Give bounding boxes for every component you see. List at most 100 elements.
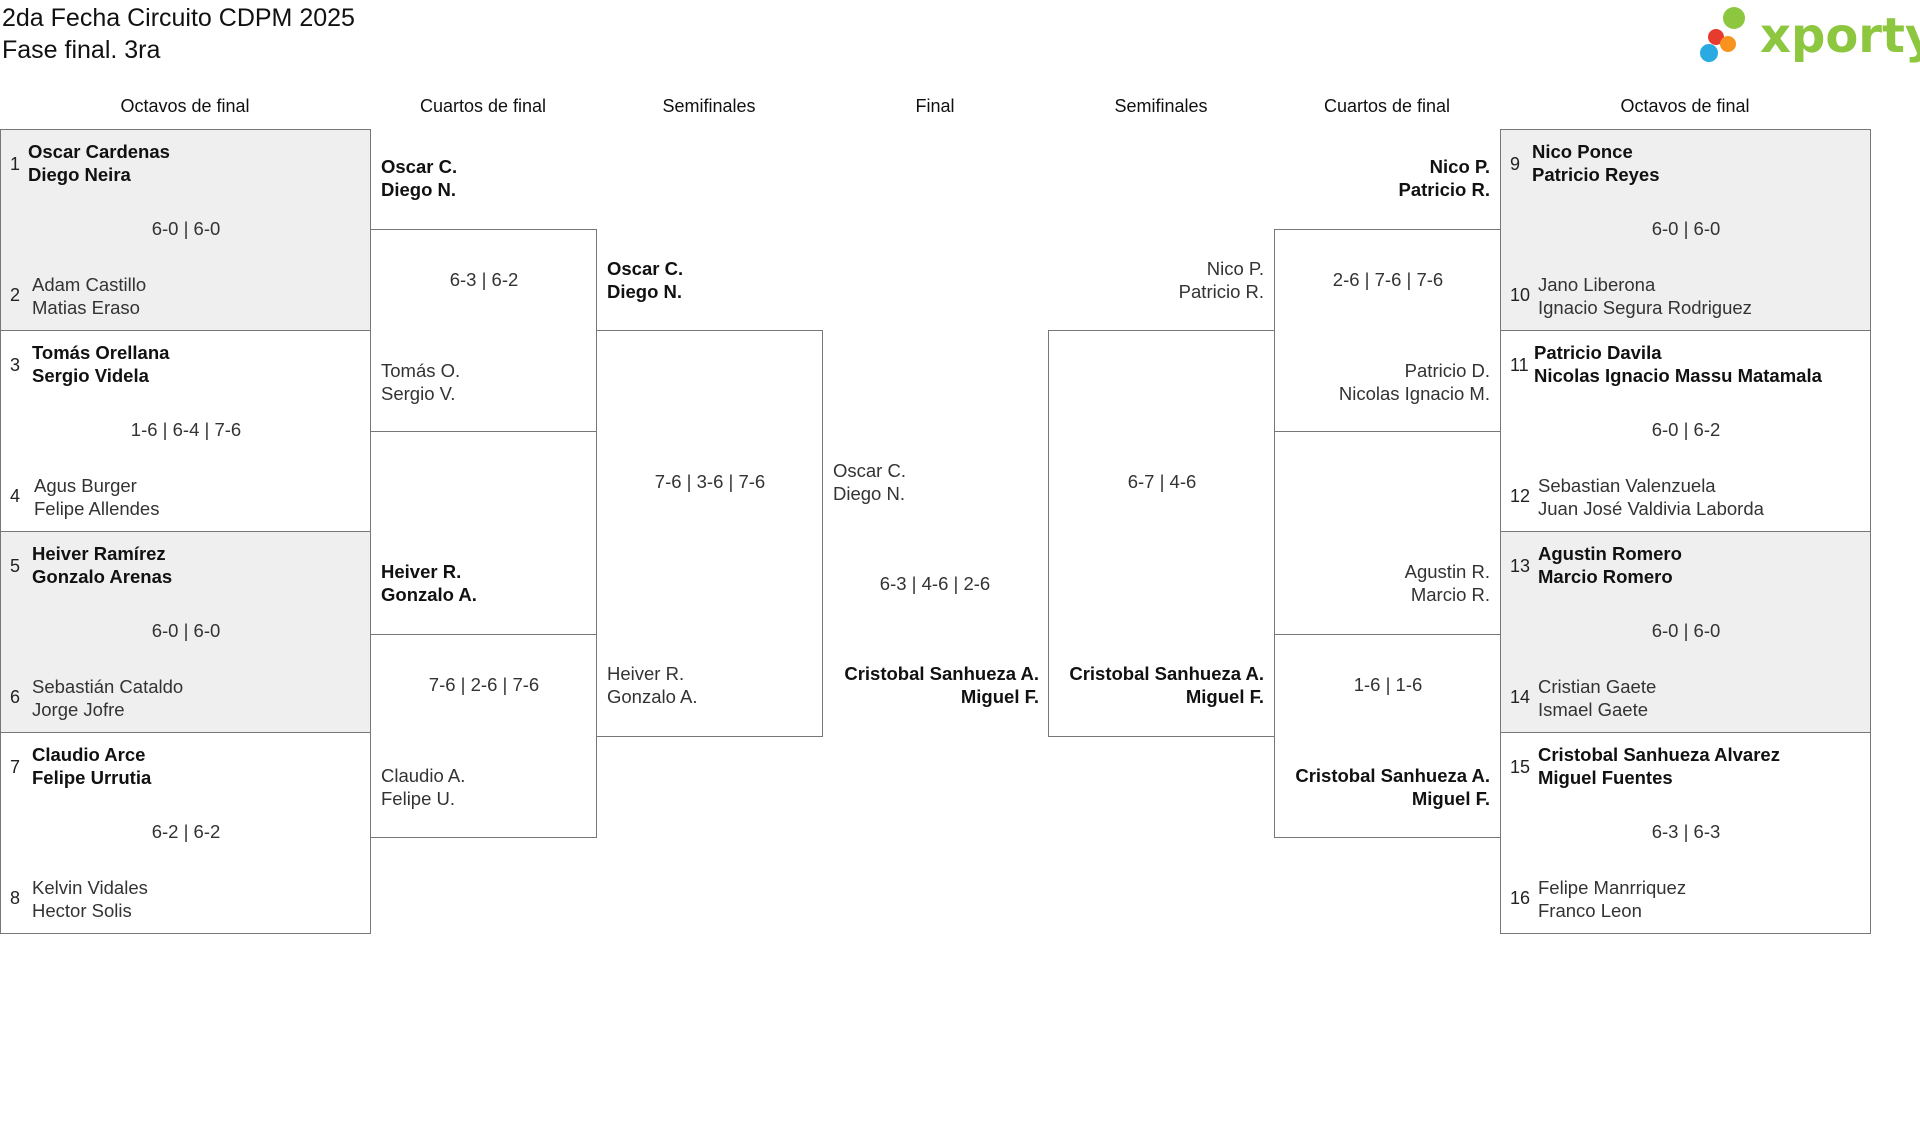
match-score: 7-6 | 3-6 | 7-6 [654,471,766,492]
player-name: Felipe Urrutia [32,767,152,788]
match-score: 6-2 | 6-2 [151,821,221,842]
header-sf-right: Semifinales [1114,96,1208,116]
player-name: Franco Leon [1538,900,1642,921]
match-score: 1-6 | 6-4 | 7-6 [130,419,242,440]
header-sf-left: Semifinales [662,96,756,116]
match-score: 1-6 | 1-6 [1353,674,1423,695]
match-score: 6-0 | 6-0 [1651,620,1721,641]
player-name: Agus Burger [34,475,137,496]
seed-label: 13 [1510,556,1531,576]
match-score: 6-3 | 4-6 | 2-6 [879,573,991,594]
seed-label: 4 [10,486,21,506]
seed-label: 8 [10,888,21,908]
player-name: Ignacio Segura Rodriguez [1538,297,1752,318]
match-score: 6-3 | 6-3 [1651,821,1721,842]
qf-match-2[interactable]: 7-6 | 2-6 | 7-6 Claudio A. Felipe U. [370,634,597,838]
r16-match-8[interactable]: 15 Cristobal Sanhueza Alvarez Miguel Fue… [1500,732,1871,934]
player-name: Felipe Allendes [34,498,160,519]
sf-top-player: Patricio R. [1178,281,1264,302]
player-name: Cristian Gaete [1538,676,1657,697]
r16-match-2[interactable]: 3 Tomás Orellana Sergio Videla 1-6 | 6-4… [0,330,371,532]
r16-match-6[interactable]: 11 Patricio Davila Nicolas Ignacio Massu… [1500,330,1871,532]
player-name: Claudio Arce [32,744,146,765]
player-name: Patricio D. [1404,360,1490,381]
r16-match-1[interactable]: 1 Oscar Cardenas Diego Neira 6-0 | 6-0 2… [0,129,371,331]
seed-label: 11 [1510,355,1529,375]
player-name: Kelvin Vidales [32,877,148,898]
qf-top-player: Oscar C. [381,156,458,177]
qf-top-player: Heiver R. [381,561,462,582]
player-name: Nicolas Ignacio M. [1338,383,1490,404]
seed-label: 12 [1510,486,1531,506]
player-name: Gonzalo Arenas [32,566,173,587]
player-name: Agustin Romero [1538,543,1682,564]
player-name: Felipe U. [381,788,456,809]
player-name: Patricio Reyes [1532,164,1660,185]
seed-label: 6 [10,687,21,707]
r16-match-7[interactable]: 13 Agustin Romero Marcio Romero 6-0 | 6-… [1500,531,1871,733]
player-name: Cristobal Sanhueza A. [844,663,1039,684]
player-name: Gonzalo A. [607,686,698,707]
header-r16-left: Octavos de final [120,96,250,116]
player-name: Matias Eraso [32,297,140,318]
player-name: Miguel F. [1411,788,1490,809]
player-name: Diego N. [833,483,905,504]
player-name: Diego Neira [28,164,131,185]
player-name: Patricio Davila [1534,342,1662,363]
player-name: Nico Ponce [1532,141,1633,162]
player-name: Miguel F. [960,686,1039,707]
match-score: 6-7 | 4-6 [1127,471,1197,492]
seed-label: 2 [10,285,21,305]
header-qf-left: Cuartos de final [419,96,547,116]
player-name: Jorge Jofre [32,699,125,720]
title-line-2: Fase final. 3ra [2,36,161,64]
qf-match-3[interactable]: 2-6 | 7-6 | 7-6 Patricio D. Nicolas Igna… [1274,229,1501,432]
player-name: Jano Liberona [1538,274,1656,295]
qf-top-player: Diego N. [381,179,457,200]
seed-label: 1 [10,154,21,174]
sf-match-1[interactable]: 7-6 | 3-6 | 7-6 Heiver R. Gonzalo A. [596,330,823,737]
r16-match-3[interactable]: 5 Heiver Ramírez Gonzalo Arenas 6-0 | 6-… [0,531,371,733]
r16-match-4[interactable]: 7 Claudio Arce Felipe Urrutia 6-2 | 6-2 … [0,732,371,934]
qf-top-player: Agustin R. [1404,561,1490,582]
player-name: Sebastian Valenzuela [1538,475,1716,496]
seed-label: 14 [1510,687,1531,707]
player-name: Adam Castillo [32,274,147,295]
player-name: Tomás Orellana [32,342,170,363]
player-name: Hector Solis [32,900,132,921]
logo-text: xporty [1760,8,1920,64]
match-score: 2-6 | 7-6 | 7-6 [1332,269,1444,290]
player-name: Ismael Gaete [1538,699,1649,720]
sf-match-2[interactable]: 6-7 | 4-6 Cristobal Sanhueza A. Miguel F… [1048,330,1275,737]
qf-match-1[interactable]: 6-3 | 6-2 Tomás O. Sergio V. [370,229,597,432]
seed-label: 10 [1510,285,1531,305]
player-name: Cristobal Sanhueza A. [1069,663,1264,684]
match-score: 6-0 | 6-0 [1651,218,1721,239]
player-name: Marcio Romero [1538,566,1673,587]
match-score: 6-0 | 6-0 [151,218,221,239]
header-qf-right: Cuartos de final [1323,96,1451,116]
player-name: Oscar Cardenas [28,141,170,162]
header-r16-right: Octavos de final [1620,96,1750,116]
seed-label: 3 [10,355,21,375]
qf-match-4[interactable]: 1-6 | 1-6 Cristobal Sanhueza A. Miguel F… [1274,634,1501,838]
player-name: Claudio A. [381,765,466,786]
seed-label: 16 [1510,888,1531,908]
qf-top-player: Nico P. [1429,156,1490,177]
sf-top-player: Oscar C. [607,258,684,279]
title-line-1: 2da Fecha Circuito CDPM 2025 [2,4,355,32]
player-name: Sebastián Cataldo [32,676,184,697]
xporty-logo[interactable]: xporty [1698,4,1920,68]
sf-top-player: Diego N. [607,281,683,302]
player-name: Juan José Valdivia Laborda [1538,498,1764,519]
match-score: 6-3 | 6-2 [449,269,519,290]
seed-label: 15 [1510,757,1531,777]
player-name: Oscar C. [833,460,906,481]
r16-match-5[interactable]: 9 Nico Ponce Patricio Reyes 6-0 | 6-0 10… [1500,129,1871,331]
player-name: Sergio Videla [32,365,149,386]
player-name: Heiver Ramírez [32,543,166,564]
player-name: Cristobal Sanhueza Alvarez [1538,744,1780,765]
seed-label: 7 [10,757,21,777]
player-name: Felipe Manrriquez [1538,877,1687,898]
player-name: Sergio V. [381,383,456,404]
